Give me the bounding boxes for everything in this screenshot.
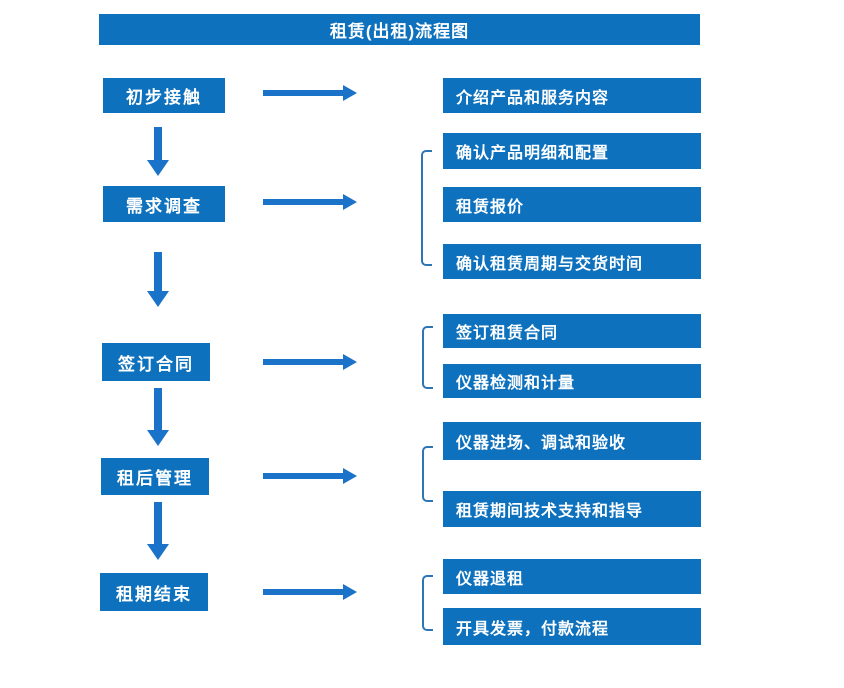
detail-box-confirm-product-config: 确认产品明细和配置 xyxy=(443,133,701,169)
step-box-demand-survey: 需求调查 xyxy=(103,186,225,222)
step-box-lease-end: 租期结束 xyxy=(100,573,208,611)
step-box-initial-contact: 初步接触 xyxy=(103,78,225,113)
arrow-head xyxy=(343,85,357,101)
right-arrow-icon xyxy=(263,85,357,101)
arrow-shaft xyxy=(154,252,162,292)
detail-box-sign-rental-contract: 签订租赁合同 xyxy=(443,314,701,348)
arrow-head xyxy=(343,468,357,484)
arrow-shaft xyxy=(154,502,162,545)
down-arrow-icon xyxy=(147,252,169,307)
arrow-shaft xyxy=(263,589,343,595)
detail-box-instrument-inspection: 仪器检测和计量 xyxy=(443,364,701,398)
down-arrow-icon xyxy=(147,127,169,176)
detail-box-confirm-period-delivery: 确认租赁周期与交货时间 xyxy=(443,244,701,279)
right-arrow-icon xyxy=(263,354,357,370)
right-arrow-icon xyxy=(263,468,357,484)
detail-box-technical-support: 租赁期间技术支持和指导 xyxy=(443,491,701,527)
arrow-head xyxy=(343,354,357,370)
group-bracket xyxy=(422,575,433,631)
step-box-sign-contract: 签订合同 xyxy=(102,343,210,381)
detail-box-instrument-return: 仪器退租 xyxy=(443,559,701,594)
arrow-head xyxy=(343,584,357,600)
arrow-head xyxy=(343,194,357,210)
arrow-head xyxy=(147,430,169,446)
group-bracket xyxy=(421,150,432,266)
arrow-shaft xyxy=(263,199,343,205)
right-arrow-icon xyxy=(263,584,357,600)
detail-box-rental-quote: 租赁报价 xyxy=(443,187,701,222)
arrow-head xyxy=(147,544,169,560)
arrow-shaft xyxy=(154,127,162,161)
group-bracket xyxy=(422,326,433,389)
arrow-shaft xyxy=(154,388,162,431)
detail-box-invoice-payment: 开具发票，付款流程 xyxy=(443,608,701,645)
right-arrow-icon xyxy=(263,194,357,210)
title-bar: 租赁(出租)流程图 xyxy=(99,14,700,45)
group-bracket xyxy=(422,446,433,502)
arrow-shaft xyxy=(263,359,343,365)
arrow-head xyxy=(147,160,169,176)
page-title: 租赁(出租)流程图 xyxy=(329,22,470,41)
detail-box-instrument-setup-acceptance: 仪器进场、调试和验收 xyxy=(443,422,701,460)
step-box-post-rental-management: 租后管理 xyxy=(101,458,209,495)
down-arrow-icon xyxy=(147,388,169,446)
detail-box-introduce-products: 介绍产品和服务内容 xyxy=(443,78,701,113)
arrow-head xyxy=(147,291,169,307)
arrow-shaft xyxy=(263,473,343,479)
arrow-shaft xyxy=(263,90,343,96)
down-arrow-icon xyxy=(147,502,169,560)
